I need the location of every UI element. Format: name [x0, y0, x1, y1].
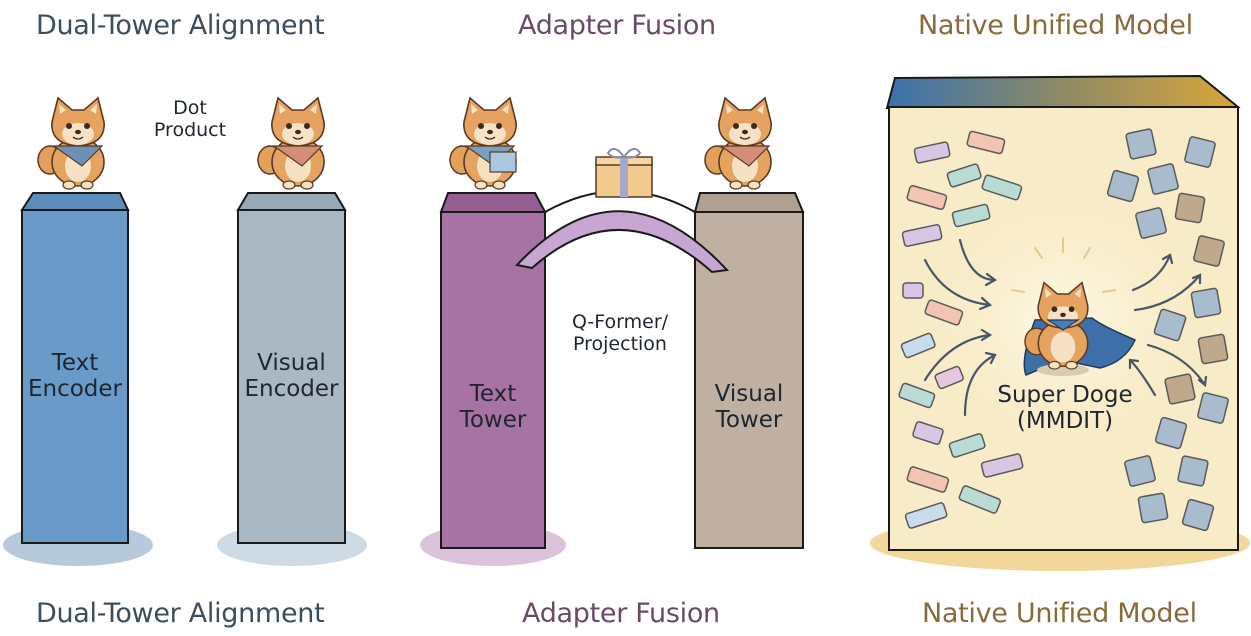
pillar-text-encoder — [21, 209, 129, 544]
text-encoder-label: Text Encoder — [27, 350, 123, 403]
doge-left-1 — [37, 97, 105, 190]
adapter-bridge — [515, 210, 730, 274]
text-tokens — [898, 130, 1024, 529]
native-box-top — [885, 74, 1241, 110]
super-doge-label: Super Doge (MMDIT) — [997, 382, 1133, 435]
pillar-visual-encoder — [237, 209, 346, 544]
title-dual-tower: Dual-Tower Alignment — [36, 10, 325, 41]
text-tower-label: Text Tower — [459, 381, 527, 434]
super-doge — [1023, 281, 1137, 376]
qformer-label: Q-Former/ Projection — [571, 311, 669, 355]
gift-box — [595, 147, 653, 198]
flow-arrows — [923, 238, 1208, 417]
image-tokens — [1106, 128, 1229, 532]
title-native-unified: Native Unified Model — [918, 10, 1193, 41]
doge-right-1 — [257, 97, 325, 190]
visual-tower-label: Visual Tower — [714, 381, 784, 434]
caption-dual-tower: Dual-Tower Alignment — [36, 598, 325, 629]
caption-adapter-fusion: Adapter Fusion — [522, 598, 720, 629]
visual-encoder-label: Visual Encoder — [244, 350, 339, 403]
pillar-text-tower — [440, 211, 546, 549]
caption-native-unified: Native Unified Model — [922, 598, 1197, 629]
doge-right-2 — [704, 97, 772, 190]
dot-product-label: Dot Product — [153, 97, 227, 141]
doge-left-2 — [449, 97, 517, 190]
title-adapter-fusion: Adapter Fusion — [518, 10, 716, 41]
